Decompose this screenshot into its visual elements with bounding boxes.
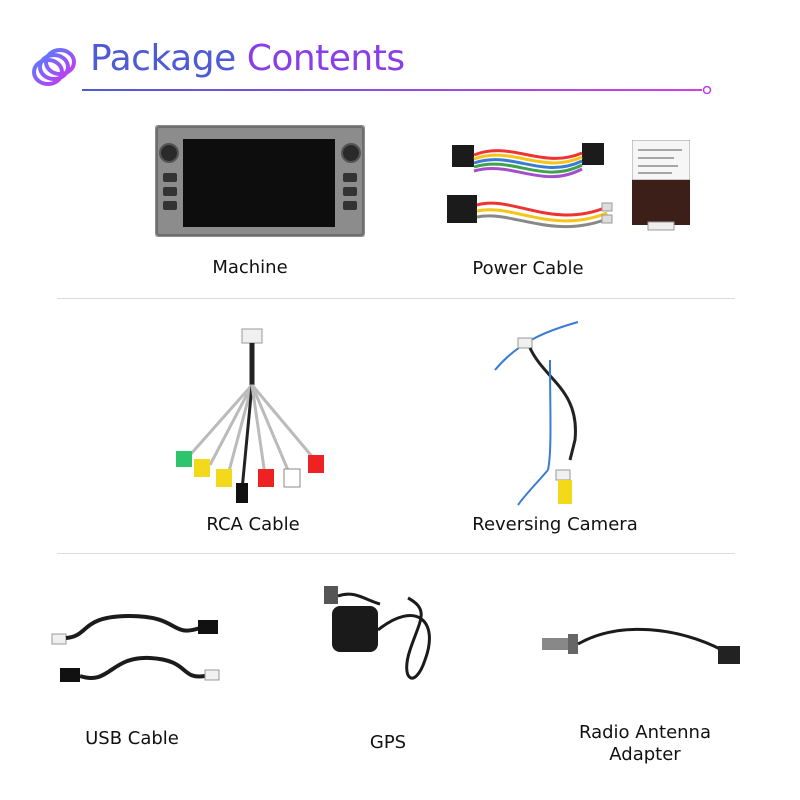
canbus-decoder-image (632, 140, 690, 231)
rings-logo-icon (32, 48, 76, 86)
item-label-usb-cable: USB Cable (85, 728, 179, 749)
item-label-reversing-camera: Reversing Camera (472, 514, 638, 535)
item-label-machine: Machine (212, 257, 288, 278)
gps-antenna-image (324, 586, 431, 680)
item-label-power-cable: Power Cable (472, 258, 584, 279)
head-unit-image (155, 125, 365, 237)
page-title: Package Contents (90, 38, 405, 79)
reversing-camera-cable-image (494, 321, 579, 506)
row-divider (57, 553, 735, 554)
row-divider (57, 298, 735, 299)
usb-cable-image (51, 613, 220, 682)
item-label-radio-antenna-adapter: Radio Antenna Adapter (578, 722, 711, 765)
rca-cable-image (176, 328, 324, 503)
item-label-gps: GPS (369, 732, 407, 753)
power-cable-image (447, 143, 613, 228)
item-label-rca-cable: RCA Cable (206, 514, 300, 535)
radio-antenna-adapter-image (542, 627, 740, 664)
title-word-package: Package (90, 38, 236, 79)
title-word-contents: Contents (246, 38, 405, 79)
title-underline (82, 86, 712, 94)
